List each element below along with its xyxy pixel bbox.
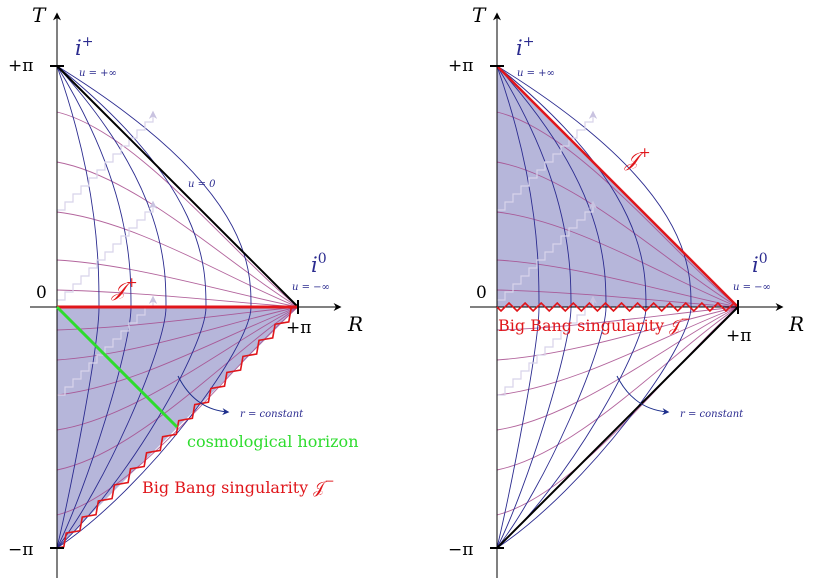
right-big-bang-zigzag	[496, 301, 739, 313]
left-null-ray	[57, 295, 158, 396]
right-purple-curve	[496, 211, 739, 308]
left-purple-curve	[56, 289, 299, 308]
left-null-ray	[57, 200, 158, 301]
right-purple-curve	[496, 289, 739, 308]
left-u-plus-inf-label: u = +∞	[79, 68, 117, 79]
right-r-constant-arrow	[616, 375, 670, 416]
right-r-constant-label: r = constant	[680, 409, 744, 420]
left-tick-minus-pi-label: −π	[8, 540, 33, 560]
left-axis-r-label: R	[347, 312, 363, 336]
right-tick-zero-label: 0	[476, 283, 487, 303]
right-tick-minus-pi-label: −π	[448, 540, 473, 560]
left-purple-curve	[56, 161, 299, 308]
left-purple-curve	[56, 211, 299, 308]
right-penrose-diagram: T R +π −π 0 +π i+ u = +∞ 𝒥+ i0 u = −∞ Bi…	[448, 3, 804, 578]
left-i-plus-label: i+	[75, 34, 93, 60]
right-purple-curve	[496, 259, 739, 308]
right-null-ray	[497, 200, 598, 301]
right-tick-plus-pi-label: +π	[448, 56, 473, 76]
right-lower-boundary	[496, 306, 739, 549]
left-tick-plus-pi-label: +π	[8, 56, 33, 76]
right-purple-curve	[496, 306, 739, 471]
left-big-bang-label: Big Bang singularity 𝒥−	[142, 474, 334, 497]
right-big-bang-label: Big Bang singularity 𝒥−	[498, 312, 690, 335]
left-penrose-diagram: T R +π −π 0 +π i+ u = +∞ u = 0 i0 u = −∞…	[8, 3, 363, 578]
left-purple-curve	[56, 306, 299, 331]
right-axis-r-label: R	[788, 312, 804, 336]
left-tick-r-pi-label: +π	[286, 318, 311, 338]
right-purple-curve	[496, 306, 739, 396]
right-i-zero-label: i0	[752, 251, 768, 277]
right-scri-plus-label: 𝒥+	[624, 145, 651, 171]
left-purple-curve	[56, 259, 299, 308]
right-axis-t-label: T	[472, 3, 487, 27]
right-purple-curve	[496, 161, 739, 308]
right-null-rays	[497, 110, 598, 396]
left-big-bang-zigzag	[56, 306, 299, 549]
left-purple-curve	[56, 306, 299, 361]
left-purple-curve	[56, 306, 299, 516]
right-purple-curve	[496, 306, 739, 361]
left-r-constant-arrow	[177, 375, 230, 416]
left-null-ray	[57, 110, 158, 211]
left-purple-curve	[56, 306, 299, 396]
right-purple-curves	[496, 111, 739, 516]
right-null-ray	[497, 295, 598, 396]
left-axis-t-label: T	[32, 3, 47, 27]
right-u-plus-inf-label: u = +∞	[517, 68, 555, 79]
left-u-zero-label: u = 0	[188, 179, 216, 190]
left-cosmological-horizon-line	[55, 305, 179, 429]
left-purple-curve	[56, 306, 299, 471]
left-i-zero-label: i0	[311, 251, 327, 277]
left-upper-boundary	[56, 65, 299, 308]
right-tick-r-pi-label: +π	[726, 326, 751, 346]
right-null-ray	[497, 110, 598, 211]
left-scri-plus-label: 𝒥+	[111, 275, 138, 301]
left-cosmological-horizon-label: cosmological horizon	[187, 432, 359, 451]
left-null-rays	[57, 110, 158, 396]
left-tick-zero-label: 0	[36, 283, 47, 303]
right-upper-boundary	[496, 65, 739, 308]
right-u-minus-inf-label: u = −∞	[733, 282, 771, 293]
right-i-plus-label: i+	[516, 34, 534, 60]
left-r-constant-label: r = constant	[240, 409, 304, 420]
left-u-minus-inf-label: u = −∞	[292, 282, 330, 293]
